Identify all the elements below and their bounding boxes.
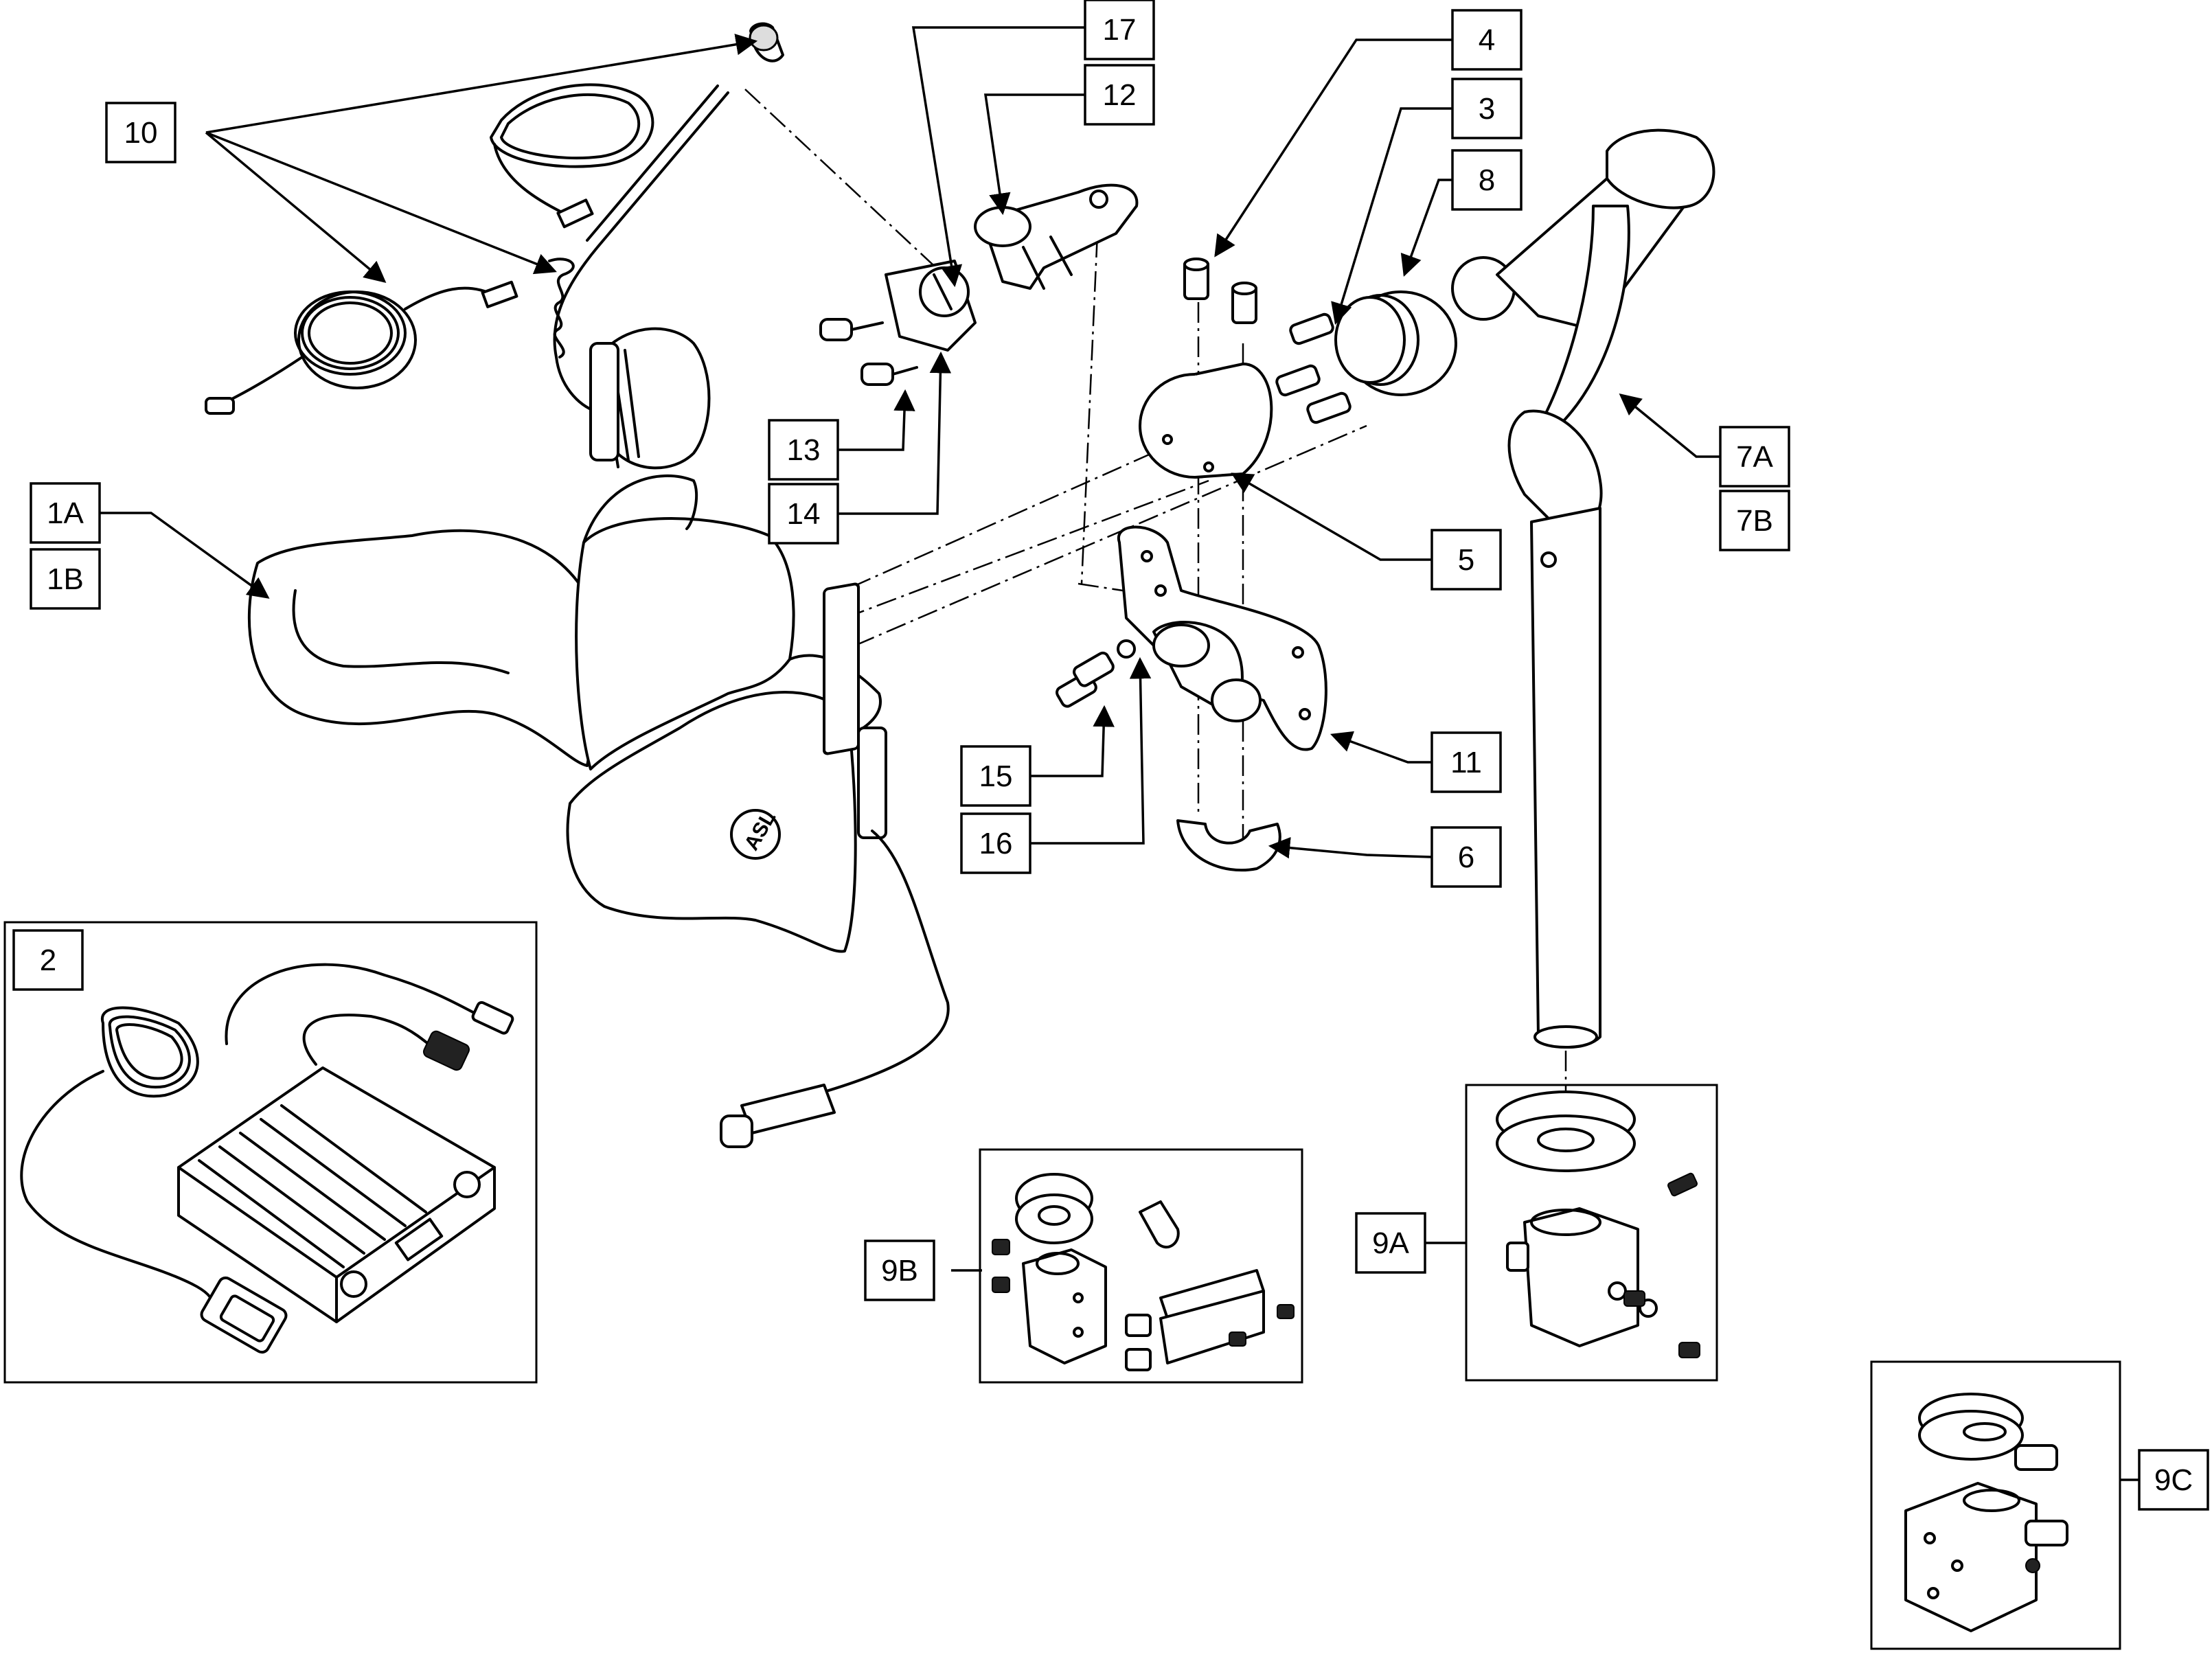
- part-9C-panel: [1870, 1360, 2121, 1650]
- callout-3: 3: [1451, 78, 1523, 139]
- callout-9B: 9B: [864, 1239, 935, 1301]
- callout-9B-text: 9B: [881, 1254, 918, 1288]
- callout-13-text: 13: [787, 433, 821, 467]
- callout-6-text: 6: [1458, 841, 1474, 874]
- callout-16: 16: [960, 812, 1031, 874]
- callout-1A-text: 1A: [47, 496, 84, 530]
- callout-10-text: 10: [124, 116, 158, 150]
- callout-17-text: 17: [1103, 13, 1137, 47]
- callout-5-text: 5: [1458, 543, 1474, 577]
- ball-clamp-assembly: [819, 183, 1139, 386]
- callout-4: 4: [1451, 9, 1523, 71]
- callout-9C: 9C: [2138, 1449, 2209, 1511]
- callout-7B-text: 7B: [1736, 504, 1773, 538]
- callout-6: 6: [1430, 826, 1502, 888]
- callout-15-text: 15: [979, 759, 1013, 793]
- part-9A-frame: [1465, 1084, 1718, 1382]
- callout-1B-text: 1B: [47, 562, 84, 596]
- callout-8: 8: [1451, 149, 1523, 211]
- callout-7A-text: 7A: [1736, 440, 1773, 474]
- callout-12-text: 12: [1103, 78, 1137, 112]
- part-9C-frame: [1870, 1360, 2121, 1650]
- part-7-mounting-arm: [1451, 128, 1715, 1049]
- part-10-headset: [205, 22, 784, 470]
- part-2-frame: [3, 921, 538, 1384]
- callout-13: 13: [768, 419, 839, 481]
- part-1-head-pads: ASL: [247, 474, 950, 1148]
- callout-5: 5: [1430, 529, 1502, 591]
- callout-2: 2: [12, 929, 84, 991]
- leader-lines: [96, 26, 2143, 1481]
- part-9B-panel: [979, 1148, 1303, 1384]
- callout-9A: 9A: [1355, 1212, 1426, 1274]
- callout-1B: 1B: [30, 548, 101, 610]
- callout-3-text: 3: [1479, 92, 1495, 126]
- callout-9A-text: 9A: [1372, 1226, 1409, 1260]
- callout-2-text: 2: [40, 944, 56, 977]
- callout-7B: 7B: [1719, 490, 1790, 551]
- part-9A-panel: [1465, 1084, 1718, 1382]
- callout-14: 14: [768, 483, 839, 545]
- part-2-panel: [3, 921, 538, 1384]
- callout-11-text: 11: [1450, 746, 1482, 779]
- loop-cable: [490, 83, 654, 229]
- callout-9C-text: 9C: [2154, 1463, 2193, 1497]
- callout-1A: 1A: [30, 482, 101, 544]
- callout-4-text: 4: [1479, 23, 1495, 57]
- part-8-ring: [1334, 290, 1457, 396]
- callout-10: 10: [105, 102, 176, 163]
- coiled-cable: [205, 280, 518, 415]
- callout-16-text: 16: [979, 827, 1013, 860]
- part-9B-frame: [979, 1148, 1303, 1384]
- callout-8-text: 8: [1479, 163, 1495, 197]
- callout-15: 15: [960, 745, 1031, 807]
- callout-11: 11: [1430, 731, 1502, 793]
- callout-12: 12: [1084, 64, 1155, 126]
- callout-14-text: 14: [787, 497, 821, 531]
- callout-7A: 7A: [1719, 426, 1790, 488]
- part-11-bracket: [1056, 525, 1327, 872]
- callout-17: 17: [1084, 0, 1155, 60]
- hub-assembly: [1139, 258, 1352, 479]
